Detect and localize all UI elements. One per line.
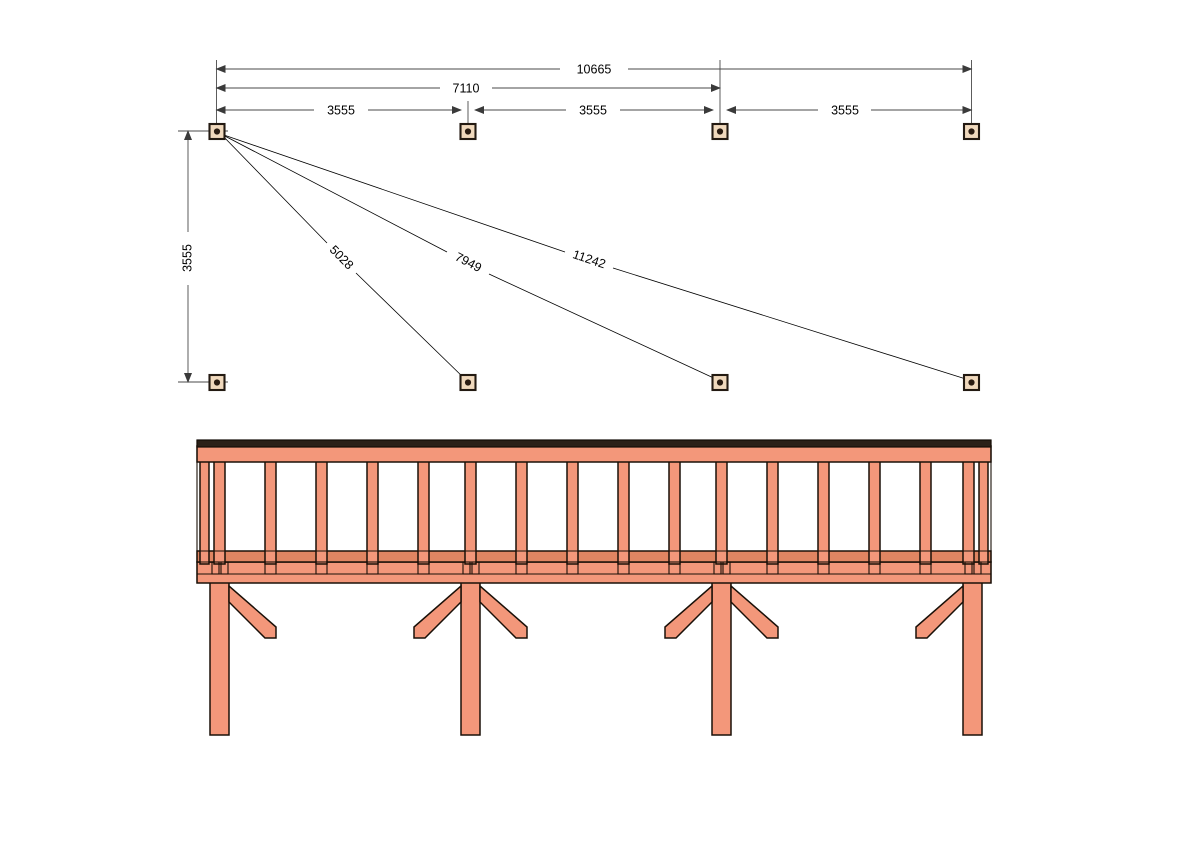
dimension-10665: 10665 xyxy=(215,62,973,76)
stud xyxy=(566,445,579,565)
stud xyxy=(668,445,681,565)
brace-4-left xyxy=(915,584,964,639)
elevation-balustrade-studs xyxy=(199,445,989,565)
brace-2-left xyxy=(413,584,462,639)
dim-label-7110: 7110 xyxy=(453,81,480,95)
elevation-outline xyxy=(196,440,992,583)
top-rail xyxy=(196,445,992,463)
post-marker-D2[interactable] xyxy=(962,373,981,392)
roof-edge-band xyxy=(196,439,992,448)
elevation-knee-braces xyxy=(228,584,964,639)
post-3 xyxy=(711,567,732,736)
stud xyxy=(213,445,226,565)
stud xyxy=(264,445,277,565)
stud xyxy=(817,445,830,565)
dimension-bay-row: 3555 3555 3555 xyxy=(215,103,973,117)
post-4 xyxy=(962,567,983,736)
stud xyxy=(315,445,328,565)
brace-3-left xyxy=(664,584,713,639)
stud xyxy=(766,445,779,565)
elevation-view xyxy=(196,439,992,736)
brace-1-right xyxy=(228,584,277,639)
plan-diagonal-dimensions: 5028 7949 11242 xyxy=(220,133,970,381)
elevation-posts xyxy=(209,567,983,736)
post-marker-A2[interactable] xyxy=(208,373,226,392)
stud xyxy=(464,445,477,565)
dim-label-bay-3: 3555 xyxy=(831,103,859,117)
stud xyxy=(919,445,932,565)
dim-label-vertical-3555: 3555 xyxy=(180,244,194,272)
dim-label-diagonal-7949: 7949 xyxy=(453,250,484,275)
post-marker-D1[interactable] xyxy=(962,122,981,141)
post-marker-C2[interactable] xyxy=(711,373,729,392)
stud xyxy=(417,445,430,565)
post-marker-A1[interactable] xyxy=(208,122,226,141)
dim-label-bay-2: 3555 xyxy=(579,103,607,117)
stud xyxy=(366,445,379,565)
post-marker-C1[interactable] xyxy=(711,122,729,141)
plan-post-markers-bottom xyxy=(208,373,981,392)
post-marker-B2[interactable] xyxy=(459,373,477,392)
dim-label-bay-1: 3555 xyxy=(327,103,355,117)
dimension-vertical-3555: 3555 xyxy=(178,130,228,383)
stud xyxy=(962,445,975,565)
stud xyxy=(868,445,881,565)
dim-label-diagonal-5028: 5028 xyxy=(327,243,356,273)
post-1 xyxy=(209,567,230,736)
stud xyxy=(617,445,630,565)
dim-label-diagonal-11242: 11242 xyxy=(571,247,608,271)
dim-label-10665: 10665 xyxy=(577,62,612,76)
stud xyxy=(515,445,528,565)
stud xyxy=(978,445,989,565)
elevation-beam-hairlines xyxy=(197,461,991,584)
stud xyxy=(715,445,728,565)
brace-2-right xyxy=(479,584,528,639)
plan-post-markers-top xyxy=(208,122,981,141)
post-marker-B1[interactable] xyxy=(459,122,477,141)
stud xyxy=(199,445,210,565)
dimension-7110: 7110 xyxy=(215,81,721,95)
post-2 xyxy=(460,567,481,736)
brace-3-right xyxy=(730,584,779,639)
